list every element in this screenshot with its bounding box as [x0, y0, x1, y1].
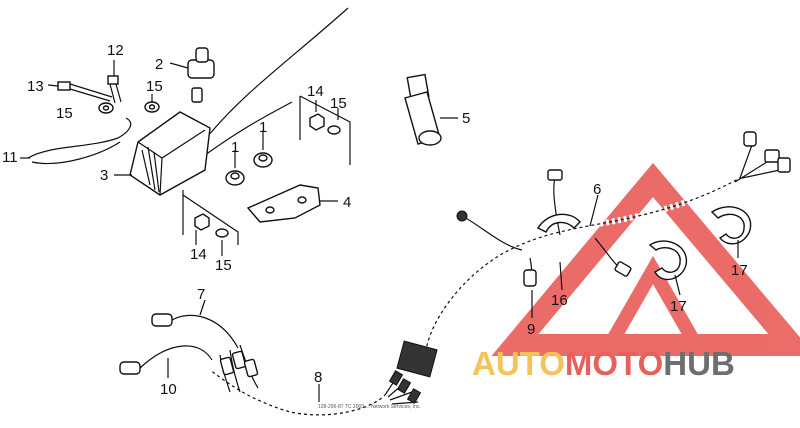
wire-harness [396, 131, 791, 378]
callout-17-a: 17 [731, 262, 748, 279]
lead-wire-10 [119, 345, 213, 378]
callout-15-b: 15 [56, 105, 73, 122]
callout-13: 13 [27, 78, 44, 95]
callout-11: 11 [2, 149, 18, 166]
lower-harness [208, 344, 422, 418]
spark-plug-cap [404, 73, 458, 146]
watermark-auto: AUTO [472, 345, 565, 382]
callout-14-a: 14 [307, 83, 324, 100]
callout-7: 7 [197, 286, 205, 303]
bracket-4 [246, 184, 338, 223]
watermark-moto: MOTO [565, 345, 663, 382]
callout-4: 4 [343, 194, 351, 211]
callout-15-c: 15 [330, 95, 347, 112]
callout-5: 5 [462, 110, 470, 127]
callout-12: 12 [107, 42, 124, 59]
bolt-12 [107, 60, 122, 104]
grommet-1b [253, 132, 273, 168]
nut-washer-group-right [299, 95, 351, 165]
fine-print: 128-296-87 TC 2003 ... Network Services,… [318, 404, 421, 410]
leader-lines [195, 100, 563, 318]
callout-16: 16 [551, 292, 568, 309]
washer-15-top [144, 94, 160, 113]
callout-1-a: 1 [259, 119, 267, 136]
grommet-1a [225, 150, 245, 186]
watermark-logo: AUTOMOTOHUB [472, 345, 735, 382]
svg-text:AUTOMOTOHUB: AUTOMOTOHUB [472, 345, 735, 382]
callout-6: 6 [593, 181, 601, 198]
bolt-13 [47, 81, 113, 102]
callout-17-b: 17 [670, 298, 687, 315]
callout-2: 2 [155, 56, 163, 73]
callout-8: 8 [314, 369, 322, 386]
wire-clip [20, 117, 132, 165]
lead-wire-7 [151, 299, 239, 349]
callout-14-b: 14 [190, 246, 207, 263]
switch-part [169, 47, 215, 103]
callout-1-b: 1 [231, 139, 239, 156]
main-cable-inner [193, 35, 425, 152]
callout-3: 3 [100, 167, 108, 184]
callout-10: 10 [160, 381, 177, 398]
watermark-hub: HUB [663, 345, 735, 382]
cable-band-17b [710, 206, 752, 258]
watermark-triangle [491, 162, 800, 356]
callout-15-a: 15 [146, 78, 163, 95]
ignition-unit [114, 111, 211, 196]
throttle-rod [204, 7, 349, 141]
callout-15-d: 15 [215, 257, 232, 274]
callout-9: 9 [527, 321, 535, 338]
secondary-cable [204, 101, 293, 156]
nut-washer-group-left [182, 190, 239, 245]
cable-band-17a [648, 240, 688, 296]
washer-15-left [98, 102, 114, 114]
